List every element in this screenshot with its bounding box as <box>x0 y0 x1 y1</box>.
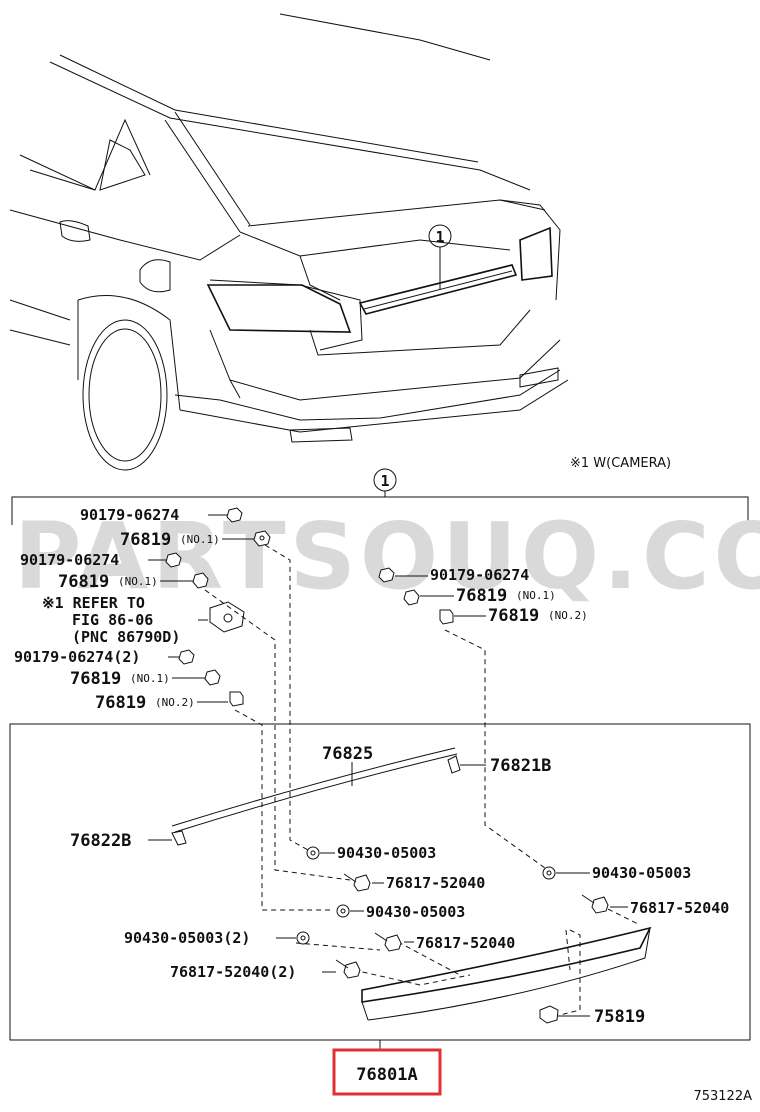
stud-3-icon <box>374 932 402 952</box>
stud-1-icon <box>343 873 371 892</box>
camera-icon <box>209 601 245 633</box>
label-assembly[interactable]: 76801A <box>356 1065 417 1085</box>
nut-b-icon <box>165 552 182 568</box>
assembly-box <box>9 723 751 1041</box>
refer-note-line1: ※1 REFER TO <box>42 594 145 612</box>
end-cap-left-icon <box>171 830 187 846</box>
car-rear-illustration: 1 <box>9 13 569 471</box>
refer-note-line3: (PNC 86790D) <box>72 628 180 646</box>
label-clip-r1-sub: (NO.1) <box>516 589 556 602</box>
clip-r2-icon <box>439 609 454 625</box>
connector-lines <box>204 544 641 1016</box>
label-clip-r2[interactable]: 76819 <box>488 606 539 626</box>
figure-code: 753122A <box>693 1089 752 1104</box>
label-clip-c[interactable]: 76819 <box>70 669 121 689</box>
label-stud-2[interactable]: 76817-52040 <box>630 899 729 917</box>
label-clip-a-sub: (NO.1) <box>180 533 220 546</box>
label-clip-b-sub: (NO.1) <box>118 575 158 588</box>
label-nut-r[interactable]: 90179-06274 <box>430 566 529 584</box>
right-fasteners: 90179-06274 76819 (NO.1) 76819 (NO.2) <box>378 566 588 626</box>
washer-2-icon <box>542 866 556 880</box>
label-clip-d-sub: (NO.2) <box>155 696 195 709</box>
label-moulding[interactable]: 76825 <box>322 744 373 764</box>
label-washer-4[interactable]: 90430-05003(2) <box>124 929 250 947</box>
label-clip-d[interactable]: 76819 <box>95 693 146 713</box>
end-cap-right-icon <box>447 755 461 774</box>
label-clip-r2-sub: (NO.2) <box>548 609 588 622</box>
watermark: PARTSOUQ.COM <box>14 503 760 610</box>
label-end-left[interactable]: 76822B <box>70 831 131 851</box>
clip-d-icon <box>229 691 244 707</box>
section-bracket <box>11 496 749 525</box>
clip-c-icon <box>204 669 221 686</box>
clip-r1-icon <box>403 589 420 606</box>
label-nut-a[interactable]: 90179-06274 <box>80 506 179 524</box>
section-callout-number: 1 <box>380 472 389 490</box>
washer-1-icon <box>306 846 320 860</box>
left-fasteners: 90179-06274 76819 (NO.1) 90179-06274 768… <box>14 506 271 713</box>
assembly-highlight-box[interactable] <box>332 1048 442 1096</box>
washer-3-icon <box>336 904 350 918</box>
camera-note: ※1 W(CAMERA) <box>570 456 671 471</box>
label-washer-2[interactable]: 90430-05003 <box>592 864 691 882</box>
label-nut-c[interactable]: 90179-06274(2) <box>14 648 140 666</box>
label-stud-3[interactable]: 76817-52040 <box>416 934 515 952</box>
stud-4-icon <box>335 959 361 979</box>
label-stud-4[interactable]: 76817-52040(2) <box>170 963 296 981</box>
nut-a-icon <box>226 507 243 523</box>
label-washer-3[interactable]: 90430-05003 <box>366 903 465 921</box>
moulding-strip <box>171 747 456 827</box>
label-stud-1[interactable]: 76817-52040 <box>386 874 485 892</box>
garnish-on-car <box>358 264 518 315</box>
label-end-right[interactable]: 76821B <box>490 756 551 776</box>
assembly-parts: 76825 76821B 76822B 90430-05003 76817-52… <box>70 744 729 1027</box>
nut-r-icon <box>378 567 395 583</box>
label-clip-a[interactable]: 76819 <box>120 530 171 550</box>
label-clip-b[interactable]: 76819 <box>58 572 109 592</box>
label-retainer[interactable]: 75819 <box>594 1007 645 1027</box>
refer-note-line2[interactable]: FIG 86-06 <box>72 611 153 629</box>
car-callout-number: 1 <box>435 228 444 246</box>
label-clip-c-sub: (NO.1) <box>130 672 170 685</box>
retainer-icon <box>539 1005 559 1024</box>
nut-c-icon <box>178 649 195 665</box>
label-nut-b[interactable]: 90179-06274 <box>20 551 119 569</box>
stud-2-icon <box>581 894 609 914</box>
label-washer-1[interactable]: 90430-05003 <box>337 844 436 862</box>
washer-4-icon <box>296 931 310 945</box>
clip-b-icon <box>192 572 209 589</box>
label-clip-r1[interactable]: 76819 <box>456 586 507 606</box>
clip-a-icon <box>253 530 271 547</box>
